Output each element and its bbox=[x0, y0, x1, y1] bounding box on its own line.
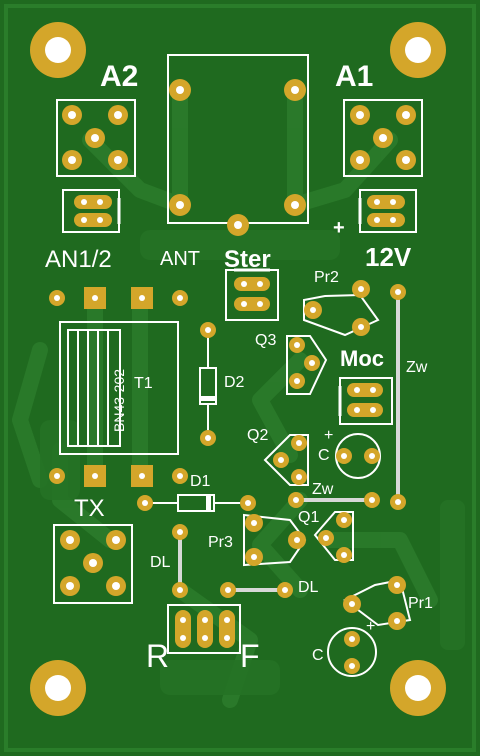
header-ster-pads bbox=[234, 277, 270, 311]
jumper-zw-vertical bbox=[390, 284, 406, 510]
transformer-t1-windings bbox=[67, 329, 121, 447]
label-ant: ANT bbox=[160, 248, 200, 270]
capacitor-c2 bbox=[327, 627, 377, 677]
label-dl-horizontal: DL bbox=[298, 579, 319, 596]
label-moc: Moc bbox=[340, 346, 384, 371]
connector-tx-pads bbox=[60, 530, 126, 596]
label-bn43: BN43-202 bbox=[111, 368, 127, 432]
header-rf-pads bbox=[175, 610, 235, 648]
label-q2: Q2 bbox=[247, 427, 269, 444]
transistor-q3 bbox=[286, 335, 328, 395]
label-pr2: Pr2 bbox=[314, 269, 339, 286]
trimmer-pr1 bbox=[343, 576, 412, 630]
mounting-hole-top-right bbox=[390, 22, 446, 78]
header-moc-pads bbox=[347, 383, 383, 417]
label-d2: D2 bbox=[224, 374, 245, 391]
label-a2: A2 bbox=[100, 60, 139, 93]
transistor-q2 bbox=[263, 434, 309, 486]
label-zw-vertical: Zw bbox=[406, 359, 428, 376]
transformer-t1-outline bbox=[59, 321, 179, 455]
tx-pads-row bbox=[49, 465, 188, 487]
jumper-dl-vertical bbox=[172, 524, 188, 598]
diode-d2 bbox=[199, 322, 217, 446]
label-tx: TX bbox=[74, 495, 105, 522]
label-f: F bbox=[240, 638, 260, 674]
label-c1-plus: + bbox=[324, 427, 334, 444]
capacitor-c1 bbox=[335, 433, 381, 479]
header-an12-pads bbox=[74, 195, 112, 227]
transistor-q1 bbox=[313, 511, 354, 563]
mounting-hole-bottom-left bbox=[30, 660, 86, 716]
label-pr3: Pr3 bbox=[208, 534, 233, 551]
label-q3: Q3 bbox=[255, 332, 277, 349]
connector-a1-outline bbox=[343, 99, 423, 177]
label-c2-plus: + bbox=[366, 618, 376, 635]
trimmer-pr3 bbox=[243, 513, 307, 567]
jumper-dl-horizontal bbox=[220, 582, 293, 598]
diode-d1 bbox=[137, 494, 256, 512]
board-edge bbox=[4, 4, 476, 752]
connector-tx-outline bbox=[53, 524, 133, 604]
label-d1: D1 bbox=[190, 473, 211, 490]
label-t1: T1 bbox=[134, 375, 153, 392]
connector-a1-pads bbox=[350, 105, 416, 170]
trimmer-pr2 bbox=[303, 280, 380, 337]
label-plus-12v: + bbox=[333, 217, 345, 239]
connector-a2-outline bbox=[56, 99, 136, 177]
label-dl-vertical: DL bbox=[150, 554, 171, 571]
copper-pour-areas bbox=[40, 230, 465, 695]
label-a1: A1 bbox=[335, 60, 374, 93]
label-ster: Ster bbox=[224, 246, 271, 273]
label-c2: C bbox=[312, 647, 324, 664]
mounting-hole-top-left bbox=[30, 22, 86, 78]
header-12v-pads bbox=[367, 195, 405, 227]
ant-pads-row bbox=[49, 287, 188, 309]
label-12v: 12V bbox=[365, 242, 412, 272]
label-c1: C bbox=[318, 447, 330, 464]
label-q1: Q1 bbox=[298, 509, 320, 526]
jumper-zw-horizontal bbox=[288, 492, 380, 508]
label-an12: AN1/2 bbox=[45, 246, 112, 273]
label-pr1: Pr1 bbox=[408, 595, 433, 612]
label-r: R bbox=[146, 638, 170, 674]
mounting-hole-bottom-right bbox=[390, 660, 446, 716]
header-rf-outline bbox=[167, 604, 241, 654]
connector-a2-pads bbox=[62, 105, 128, 170]
label-zw-horizontal: Zw bbox=[312, 481, 334, 498]
relay-pads bbox=[169, 79, 306, 236]
